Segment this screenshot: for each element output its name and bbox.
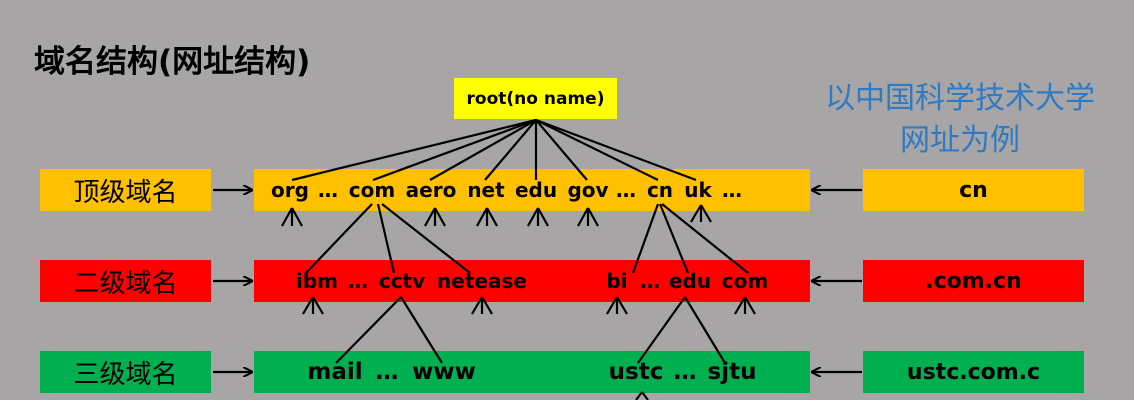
node-www: www bbox=[412, 359, 476, 385]
node-uk: uk bbox=[684, 178, 712, 202]
edge-ustc-down bbox=[641, 391, 649, 400]
node-edu: edu bbox=[668, 269, 712, 293]
second-level-label: 二级域名 bbox=[40, 260, 211, 302]
root-node: root(no name) bbox=[454, 78, 617, 119]
node-ellipsis: … bbox=[318, 178, 338, 202]
node-edu: edu bbox=[514, 178, 558, 202]
second-level-example: .com.cn bbox=[863, 260, 1084, 302]
example-note: 以中国科学技术大学 网址为例 bbox=[808, 78, 1112, 162]
note-line-2: 网址为例 bbox=[900, 123, 1020, 158]
node-com: com bbox=[348, 178, 396, 202]
node-bi: bi bbox=[606, 269, 628, 293]
top-level-label: 顶级域名 bbox=[40, 169, 211, 211]
node-ellipsis: … bbox=[640, 269, 660, 293]
second-level-band: ibm … cctv netease bi … edu com bbox=[254, 260, 810, 302]
node-org: org bbox=[271, 178, 309, 202]
third-level-example: ustc.com.c bbox=[863, 351, 1084, 393]
node-com: com bbox=[721, 269, 769, 293]
node-ibm: ibm bbox=[295, 269, 339, 293]
page-title: 域名结构(网址结构) bbox=[34, 44, 311, 80]
node-sjtu: sjtu bbox=[707, 359, 757, 385]
top-level-example: cn bbox=[863, 169, 1084, 211]
node-ellipsis: … bbox=[616, 178, 636, 202]
top-level-band: org … com aero net edu gov … cn uk … bbox=[254, 169, 810, 211]
node-ellipsis: … bbox=[375, 359, 399, 385]
node-gov: gov bbox=[567, 178, 609, 202]
node-ellipsis: … bbox=[722, 178, 742, 202]
node-mail: mail bbox=[307, 359, 363, 385]
node-ustc: ustc bbox=[608, 359, 664, 385]
edge-ustc-down bbox=[635, 391, 643, 400]
node-cctv: cctv bbox=[378, 269, 426, 293]
node-aero: aero bbox=[405, 178, 457, 202]
third-level-band: mail … www ustc … sjtu bbox=[254, 351, 810, 393]
node-ellipsis: … bbox=[673, 359, 697, 385]
node-net: net bbox=[467, 178, 505, 202]
node-netease: netease bbox=[437, 269, 527, 293]
node-cn: cn bbox=[646, 178, 674, 202]
note-line-1: 以中国科学技术大学 bbox=[825, 81, 1095, 116]
node-ellipsis: … bbox=[348, 269, 368, 293]
third-level-label: 三级域名 bbox=[40, 351, 211, 393]
